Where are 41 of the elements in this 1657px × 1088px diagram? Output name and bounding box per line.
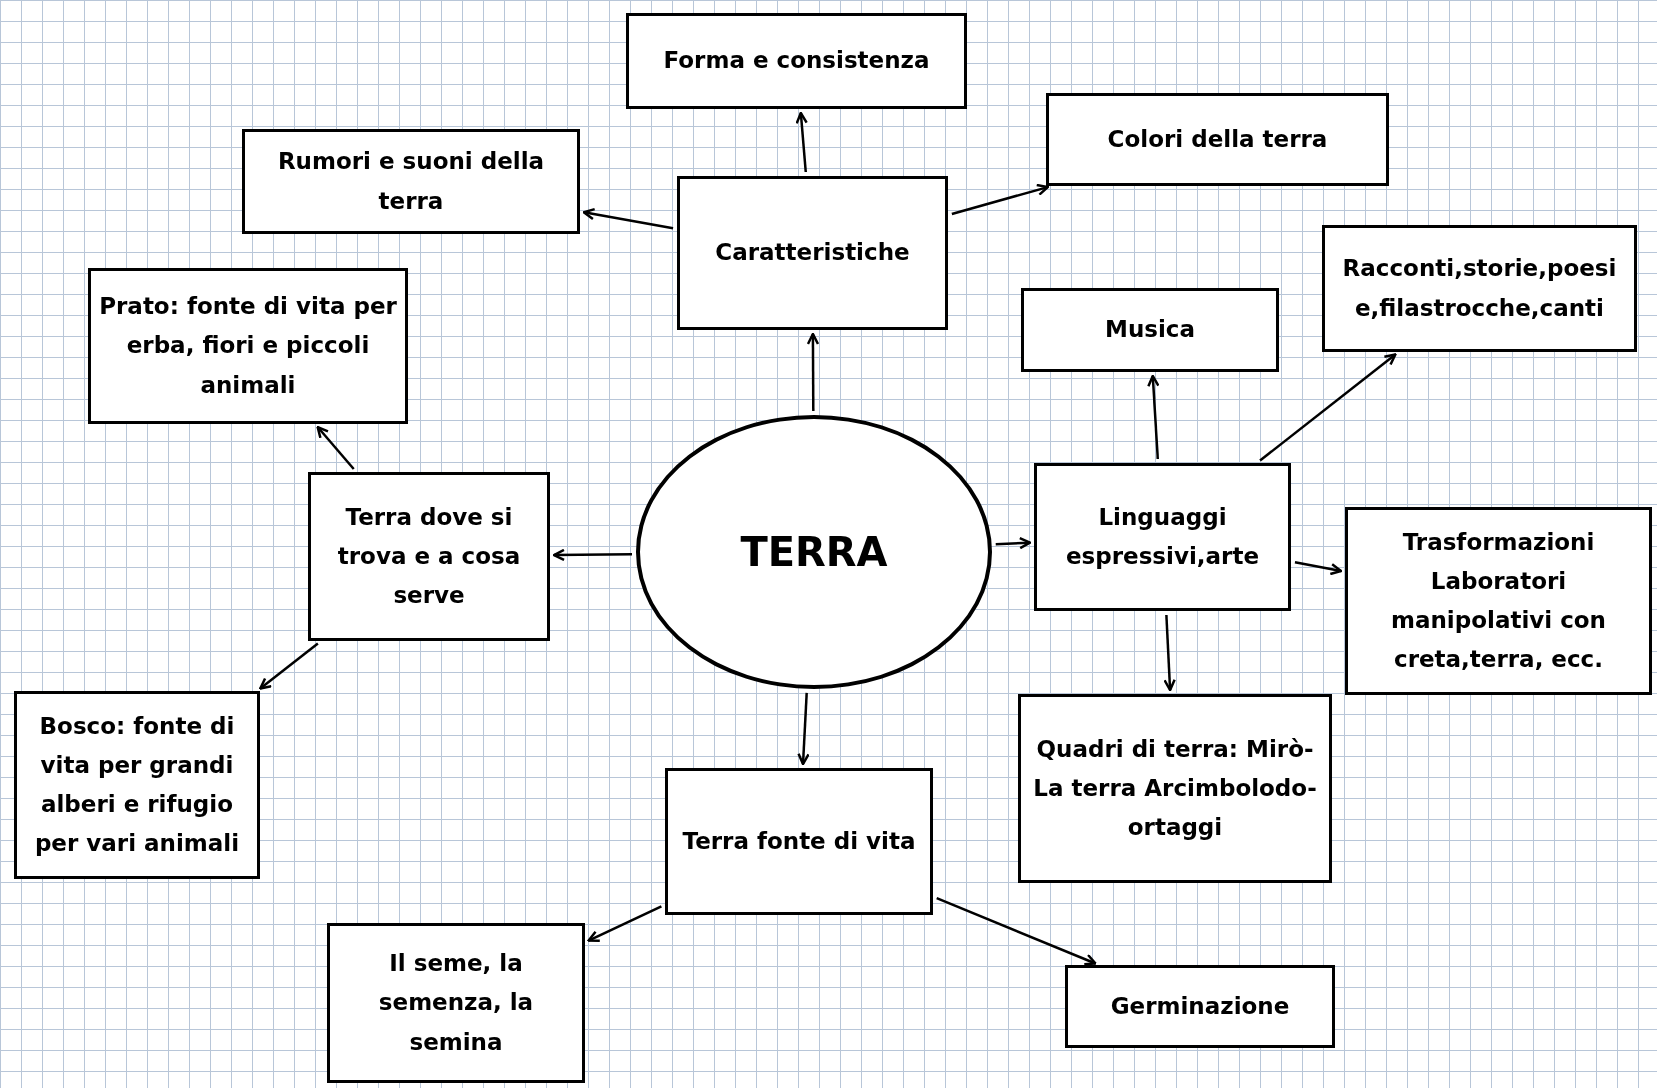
arrow bbox=[582, 207, 674, 230]
concept-label: Prato: fonte di vita per erba, fiori e piccoli animali bbox=[99, 292, 397, 400]
concept-label: Linguaggi espressivi,arte bbox=[1065, 502, 1260, 571]
concept-label: TERRA bbox=[740, 528, 888, 577]
concept-label: Caratteristiche bbox=[715, 238, 910, 268]
concept-label: Forma e consistenza bbox=[663, 46, 930, 76]
concept-label: Il seme, la semenza, la semina bbox=[377, 949, 535, 1057]
concept-box bbox=[308, 472, 550, 641]
concept-label: Colori della terra bbox=[1107, 124, 1328, 154]
arrow bbox=[552, 548, 633, 562]
concept-label: Musica bbox=[1105, 315, 1195, 345]
concept-box bbox=[327, 923, 585, 1083]
concept-label: Quadri di terra: Mirò-La terra Arcimbolodo-ortaggi bbox=[1032, 734, 1318, 843]
arrow bbox=[795, 111, 808, 173]
concept-box bbox=[242, 129, 580, 234]
concept-label: Germinazione bbox=[1110, 991, 1290, 1021]
concept-box bbox=[677, 176, 948, 330]
arrow bbox=[587, 905, 662, 943]
concept-box bbox=[1322, 225, 1637, 352]
concept-box bbox=[1046, 93, 1389, 186]
concept-box bbox=[1018, 694, 1332, 883]
concept-label: Terra dove si trova e a cosa serve bbox=[336, 502, 522, 611]
arrow bbox=[936, 897, 1097, 966]
arrow bbox=[806, 332, 820, 411]
arrow bbox=[259, 642, 319, 690]
concept-box bbox=[665, 768, 933, 915]
concept-label: Trasformazioni Laboratori manipolativi con creta,terra, ecc. bbox=[1390, 527, 1607, 675]
concept-box bbox=[1065, 965, 1335, 1048]
arrow bbox=[995, 536, 1032, 550]
concept-label: Racconti,storie,poesi e,filastrocche,canti bbox=[1341, 254, 1618, 323]
concept-box bbox=[1034, 463, 1291, 611]
arrow bbox=[316, 425, 355, 470]
concept-box bbox=[1021, 288, 1279, 372]
concept-box bbox=[626, 13, 967, 109]
arrow bbox=[797, 692, 810, 766]
concept-label: Terra fonte di vita bbox=[682, 826, 916, 856]
concept-box bbox=[14, 691, 260, 879]
concept-box bbox=[1345, 507, 1652, 695]
concept-box bbox=[88, 268, 408, 424]
concept-label: Bosco: fonte di vita per grandi alberi e rifugio per vari animali bbox=[33, 711, 241, 859]
concept-label: Rumori e suoni della terra bbox=[276, 147, 546, 216]
